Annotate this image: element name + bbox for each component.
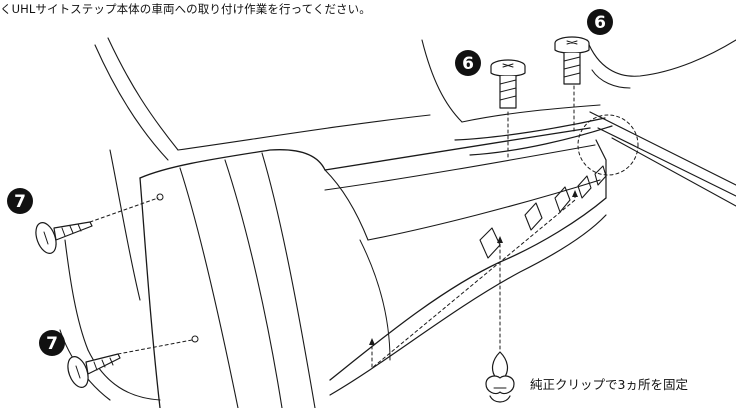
guide-arrowheads bbox=[369, 190, 578, 345]
assembly-guide-lines bbox=[89, 73, 639, 371]
callout-number: 6 bbox=[462, 54, 474, 74]
callout-badge-7: 7 bbox=[39, 330, 65, 356]
callout-number: 7 bbox=[14, 192, 26, 212]
side-step-front-cap bbox=[139, 149, 369, 409]
instruction-caption: くUHLサイトステップ本体の車両への取り付け作業を行ってください。 bbox=[0, 2, 371, 16]
callout-badge-6: 6 bbox=[587, 9, 613, 35]
mounting-holes bbox=[156, 193, 199, 343]
callout-badge-6: 6 bbox=[455, 50, 481, 76]
hex-bolt-icon bbox=[554, 36, 590, 85]
callout-number: 7 bbox=[46, 334, 58, 354]
callout-number: 6 bbox=[594, 13, 606, 33]
side-step-main-body bbox=[324, 127, 607, 396]
vehicle-body-lines bbox=[59, 37, 736, 401]
tapping-screw-icon bbox=[35, 221, 93, 254]
hex-bolt-icon bbox=[490, 59, 526, 109]
tapping-screw-icon bbox=[67, 353, 121, 388]
push-clip-icon bbox=[485, 351, 515, 403]
clip-note: 純正クリップで3ヵ所を固定 bbox=[530, 377, 688, 392]
callout-badge-7: 7 bbox=[7, 188, 33, 214]
